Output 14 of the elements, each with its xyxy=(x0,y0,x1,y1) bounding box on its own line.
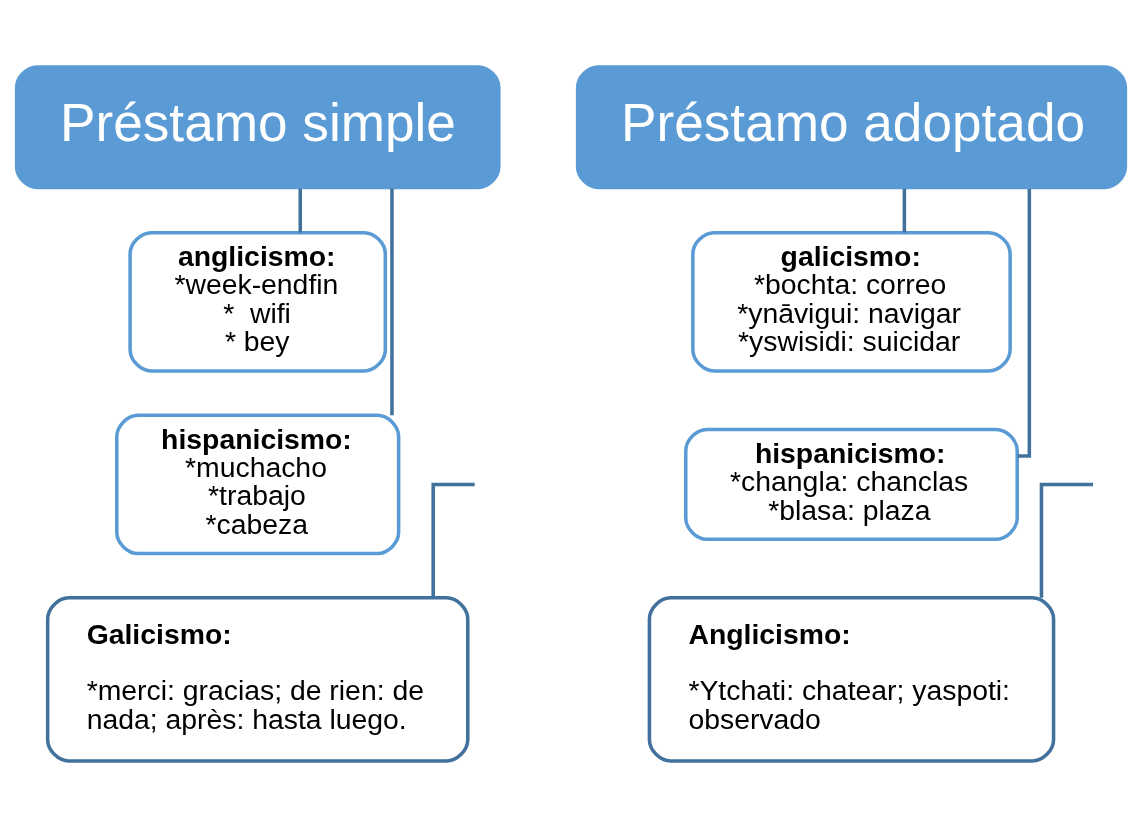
node-box: hispanicismo: *muchacho *trabajo *cabeza xyxy=(115,413,401,556)
connector xyxy=(390,188,394,416)
node-box: Préstamo simple xyxy=(14,65,501,190)
node-box: Galicismo: *merci: gracias; de rien: de nada; après: hasta luego. xyxy=(45,596,470,763)
connector xyxy=(1039,482,1093,598)
node-box: hispanicismo: *changla: chanclas *blasa: plaza xyxy=(684,427,1019,542)
node-box: galicismo: *bochta: correo *ynāvigui: navigar *yswisidi: suicidar xyxy=(691,230,1012,373)
connector xyxy=(902,188,907,233)
node-box: anglicismo: *week-endfin * wifi * bey xyxy=(128,230,388,373)
connector xyxy=(298,188,303,233)
connector xyxy=(1017,189,1032,458)
node-box: Anglicismo: *Ytchati: chatear; yaspoti: observado xyxy=(647,596,1056,763)
connector xyxy=(431,482,475,598)
node-box: Préstamo adoptado xyxy=(575,65,1128,190)
